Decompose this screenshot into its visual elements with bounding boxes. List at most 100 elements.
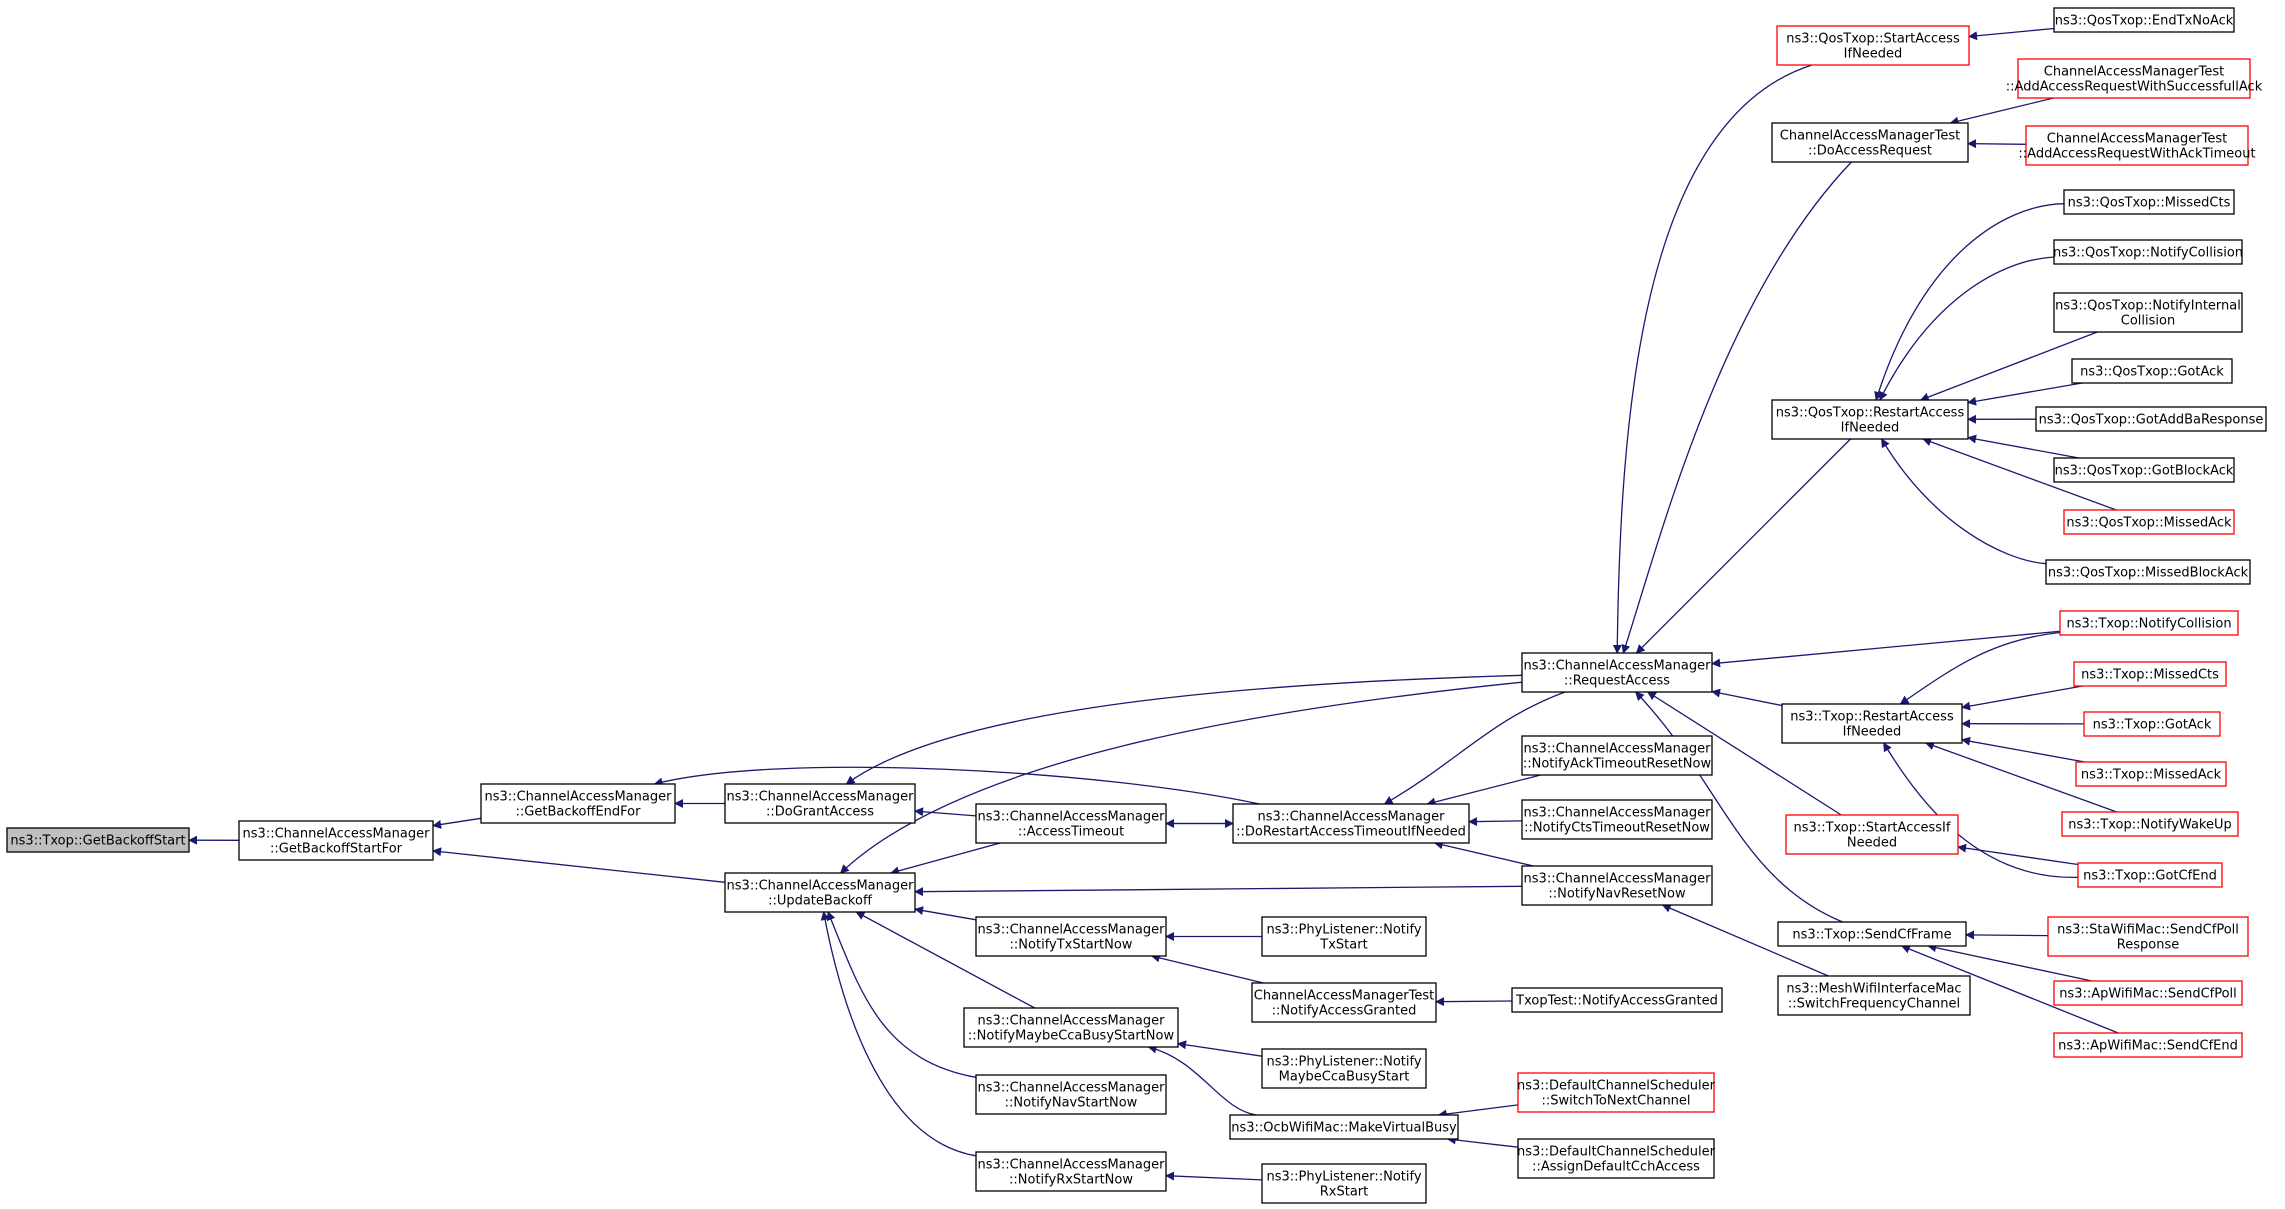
node-label: ns3::QosTxop::GotBlockAck [2055, 464, 2234, 479]
node-box [2053, 292, 2243, 333]
edge-nnsn-to-ub [826, 911, 977, 1078]
node-ttnwu[interactable]: ns3::Txop::NotifyWakeUp [2061, 811, 2239, 837]
node-gbef[interactable]: ns3::ChannelAccessManager::GetBackoffEnd… [480, 783, 676, 824]
node-plnrs[interactable]: ns3::PhyListener::NotifyRxStart [1261, 1163, 1427, 1204]
node-ttgce[interactable]: ns3::Txop::GotCfEnd [2077, 862, 2223, 888]
node-nctrn[interactable]: ns3::ChannelAccessManager::NotifyCtsTime… [1521, 799, 1713, 840]
node-qtgabr[interactable]: ns3::QosTxop::GotAddBaResponse [2035, 406, 2267, 432]
node-label: ns3::ChannelAccessManager [978, 923, 1166, 938]
node-camtnag[interactable]: ChannelAccessManagerTest::NotifyAccessGr… [1251, 982, 1437, 1023]
edge-qtga-to-qtrain [1967, 382, 2083, 406]
node-dcsstnc[interactable]: ns3::DefaultChannelScheduler::SwitchToNe… [1517, 1072, 1716, 1113]
node-box [2053, 239, 2243, 265]
edge-ra-to-dratin [1383, 691, 1566, 805]
node-ra[interactable]: ns3::ChannelAccessManager::RequestAccess [1521, 652, 1713, 693]
edge-nrsn-to-ub [820, 911, 977, 1157]
node-camtaarwsa[interactable]: ChannelAccessManagerTest::AddAccessReque… [2006, 58, 2263, 99]
edge-ttnc-to-ra [1711, 630, 2061, 668]
node-label: ns3::Txop::SendCfFrame [1792, 928, 1951, 943]
node-label: IfNeeded [1841, 421, 1900, 436]
node-ntsn[interactable]: ns3::ChannelAccessManager::NotifyTxStart… [975, 916, 1167, 957]
node-at[interactable]: ns3::ChannelAccessManager::AccessTimeout [975, 803, 1167, 844]
node-qtgba[interactable]: ns3::QosTxop::GotBlockAck [2053, 457, 2235, 483]
node-label: ns3::QosTxop::EndTxNoAck [2055, 14, 2234, 29]
node-awmscp[interactable]: ns3::ApWifiMac::SendCfPoll [2053, 980, 2243, 1006]
node-label: ::SwitchToNextChannel [1541, 1094, 1690, 1109]
node-box [1251, 982, 1437, 1023]
node-ttnag[interactable]: TxopTest::NotifyAccessGranted [1511, 987, 1723, 1013]
node-ttnc[interactable]: ns3::Txop::NotifyCollision [2059, 610, 2239, 636]
node-ttmc[interactable]: ns3::Txop::MissedCts [2073, 661, 2227, 687]
node-qtga[interactable]: ns3::QosTxop::GotAck [2071, 358, 2233, 384]
node-label: ::SwitchFrequencyChannel [1788, 997, 1960, 1012]
node-label: ::NotifyTxStartNow [1010, 938, 1133, 953]
node-label: ns3::ChannelAccessManager [727, 879, 915, 894]
node-label: IfNeeded [1843, 725, 1902, 740]
node-ub[interactable]: ns3::ChannelAccessManager::UpdateBackoff [724, 872, 916, 913]
edge-ttma-to-ttrain [1961, 736, 2085, 763]
node-label: ::GetBackoffEndFor [516, 805, 642, 820]
node-qtma[interactable]: ns3::QosTxop::MissedAck [2063, 509, 2235, 535]
node-label: TxStart [1319, 938, 1367, 953]
node-box [1781, 703, 1963, 744]
node-ttma[interactable]: ns3::Txop::MissedAck [2075, 761, 2227, 787]
node-label: ns3::ChannelAccessManager [978, 1158, 1166, 1173]
node-camtdar[interactable]: ChannelAccessManagerTest::DoAccessReques… [1771, 122, 1969, 163]
node-box [2053, 980, 2243, 1006]
node-mwimsfc[interactable]: ns3::MeshWifiInterfaceMac::SwitchFrequen… [1777, 975, 1971, 1016]
node-awmsce[interactable]: ns3::ApWifiMac::SendCfEnd [2053, 1032, 2243, 1058]
edge-ttgce-to-ttsain [1957, 843, 2079, 866]
node-gbsf[interactable]: ns3::ChannelAccessManager::GetBackoffSta… [238, 820, 434, 861]
node-plnts[interactable]: ns3::PhyListener::NotifyTxStart [1261, 916, 1427, 957]
node-qtetna[interactable]: ns3::QosTxop::EndTxNoAck [2053, 7, 2235, 33]
node-ttscf[interactable]: ns3::Txop::SendCfFrame [1777, 921, 1967, 947]
node-qtmba[interactable]: ns3::QosTxop::MissedBlockAck [2045, 559, 2251, 585]
node-box [2073, 661, 2227, 687]
node-nmcbsn[interactable]: ns3::ChannelAccessManager::NotifyMaybeCc… [963, 1007, 1179, 1048]
node-label: ::NotifyAckTimeoutResetNow [1523, 757, 1712, 772]
node-root[interactable]: ns3::Txop::GetBackoffStart [6, 827, 190, 853]
node-label: ns3::QosTxop::StartAccess [1786, 32, 1960, 47]
node-plnmcbs[interactable]: ns3::PhyListener::NotifyMaybeCcaBusyStar… [1261, 1048, 1427, 1089]
node-owmmvb[interactable]: ns3::OcbWifiMac::MakeVirtualBusy [1229, 1114, 1459, 1140]
node-label: ns3::QosTxop::GotAck [2080, 365, 2224, 380]
node-dga[interactable]: ns3::ChannelAccessManager::DoGrantAccess [724, 783, 916, 824]
node-box [1261, 1048, 1427, 1089]
node-nrsn[interactable]: ns3::ChannelAccessManager::NotifyRxStart… [975, 1151, 1167, 1192]
node-label: ns3::OcbWifiMac::MakeVirtualBusy [1231, 1121, 1457, 1136]
node-label: ::UpdateBackoff [768, 894, 873, 909]
node-qtnc[interactable]: ns3::QosTxop::NotifyCollision [2053, 239, 2243, 265]
edge-qtma-to-qtrain [1922, 437, 2117, 511]
node-qtmc[interactable]: ns3::QosTxop::MissedCts [2063, 189, 2235, 215]
node-box [1771, 399, 1969, 440]
node-box [1776, 25, 1970, 66]
node-nnsn[interactable]: ns3::ChannelAccessManager::NotifyNavStar… [975, 1074, 1167, 1115]
node-box [724, 872, 916, 913]
node-label: ::NotifyNavResetNow [1548, 887, 1686, 902]
node-label: ns3::ChannelAccessManager [978, 1014, 1166, 1029]
node-box [2063, 509, 2235, 535]
edge-swmscpr-to-ttscf [1965, 930, 2049, 940]
node-box [238, 820, 434, 861]
node-label: ns3::Txop::GetBackoffStart [10, 834, 185, 849]
node-label: ns3::Txop::NotifyCollision [2066, 617, 2231, 632]
node-nnrn[interactable]: ns3::ChannelAccessManager::NotifyNavRese… [1521, 865, 1713, 906]
node-label: Collision [2121, 314, 2175, 329]
edge-ntsn-to-ub [914, 906, 977, 921]
node-box [975, 1151, 1167, 1192]
node-dcsadca[interactable]: ns3::DefaultChannelScheduler::AssignDefa… [1517, 1138, 1716, 1179]
node-ttga[interactable]: ns3::Txop::GotAck [2083, 711, 2221, 737]
node-box [1229, 1114, 1459, 1140]
node-dratin[interactable]: ns3::ChannelAccessManager::DoRestartAcce… [1232, 803, 1470, 844]
node-label: IfNeeded [1844, 47, 1903, 62]
node-camtaarwat[interactable]: ChannelAccessManagerTest::AddAccessReque… [2018, 125, 2256, 166]
edge-at-to-ub [890, 842, 1001, 876]
node-natrn[interactable]: ns3::ChannelAccessManager::NotifyAckTime… [1521, 735, 1713, 776]
